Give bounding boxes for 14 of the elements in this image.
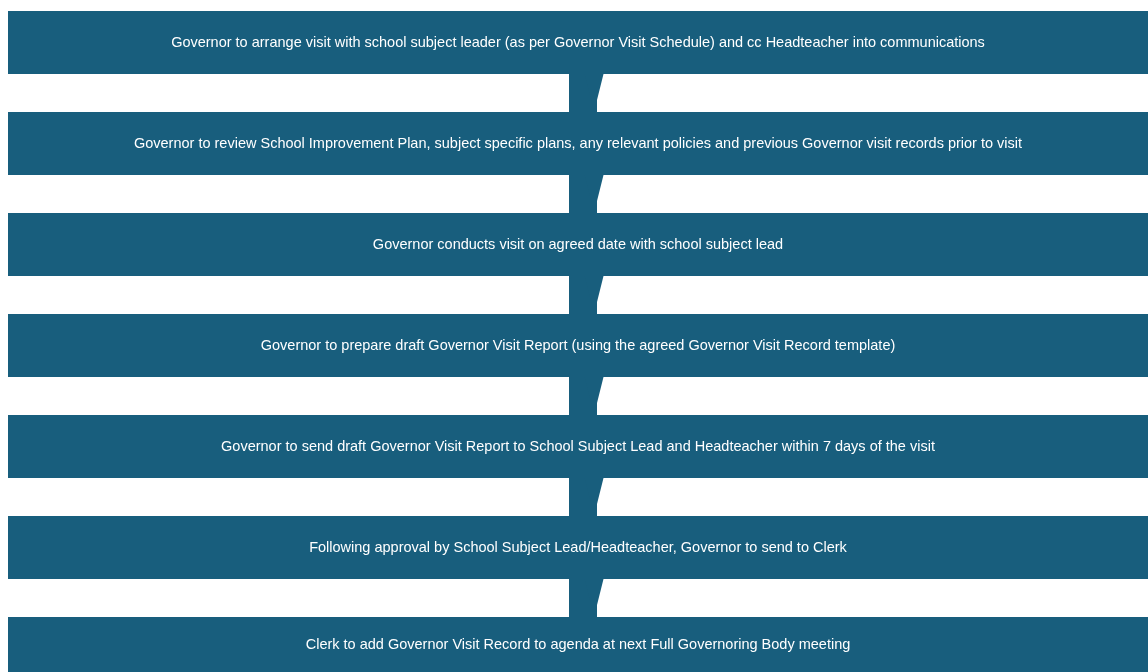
process-box <box>8 11 1148 74</box>
step-text: Clerk to add Governor Visit Record to agenda at next Full Governoring Body meeting <box>305 635 851 654</box>
process-box <box>8 112 1148 175</box>
step-text: Governor to review School Improvement Plan, subject specific plans, any relevant policies and previous Governor visit records prior to visit <box>133 134 1023 153</box>
step-text: Governor to prepare draft Governor Visit Report (using the agreed Governor Visit Record template) <box>260 336 896 355</box>
process-box <box>8 516 1148 579</box>
process-box <box>8 415 1148 478</box>
step-text: Governor to send draft Governor Visit Report to School Subject Lead and Headteacher within 7 days of the visit <box>221 437 935 456</box>
process-box <box>8 617 1148 672</box>
step-text: Governor conducts visit on agreed date with school subject lead <box>372 235 784 254</box>
process-box <box>8 314 1148 377</box>
process-box <box>8 213 1148 276</box>
step-text: Governor to arrange visit with school subject leader (as per Governor Visit Schedule) and cc Headteacher into communications <box>171 33 985 52</box>
step-text: Following approval by School Subject Lead/Headteacher, Governor to send to Clerk <box>309 538 847 557</box>
